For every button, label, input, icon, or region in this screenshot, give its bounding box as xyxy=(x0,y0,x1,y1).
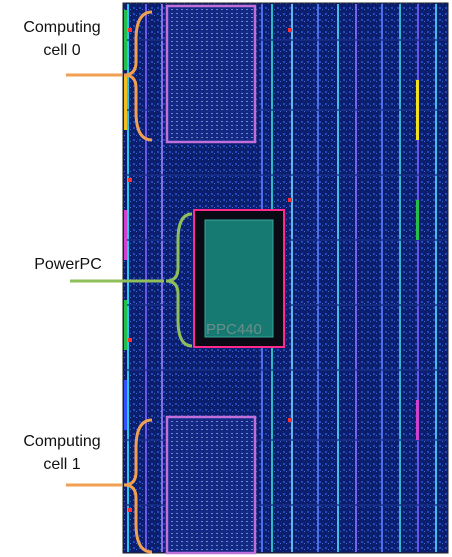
computing-cell-1-label-line1: Computing xyxy=(23,433,100,450)
powerpc-brace xyxy=(165,212,193,348)
computing-cell-1-label-line2: cell 1 xyxy=(43,456,80,473)
computing-cell-0-brace xyxy=(123,10,153,142)
annotation-computing-cell-0: Computing cell 0 xyxy=(23,10,153,142)
computing-cell-0-label-line1: Computing xyxy=(23,19,100,36)
computing-cell-1-region xyxy=(165,415,257,555)
ppc440-chip-label: PPC440 xyxy=(206,321,262,338)
computing-cell-0-label-line2: cell 0 xyxy=(43,42,80,59)
annotation-computing-cell-1: Computing cell 1 xyxy=(23,418,153,554)
powerpc-block: PPC440 xyxy=(193,209,285,348)
powerpc-label: PowerPC xyxy=(34,256,102,273)
annotation-powerpc: PowerPC xyxy=(34,212,193,348)
computing-cell-1-brace xyxy=(123,418,153,554)
computing-cell-0-region xyxy=(165,4,257,144)
